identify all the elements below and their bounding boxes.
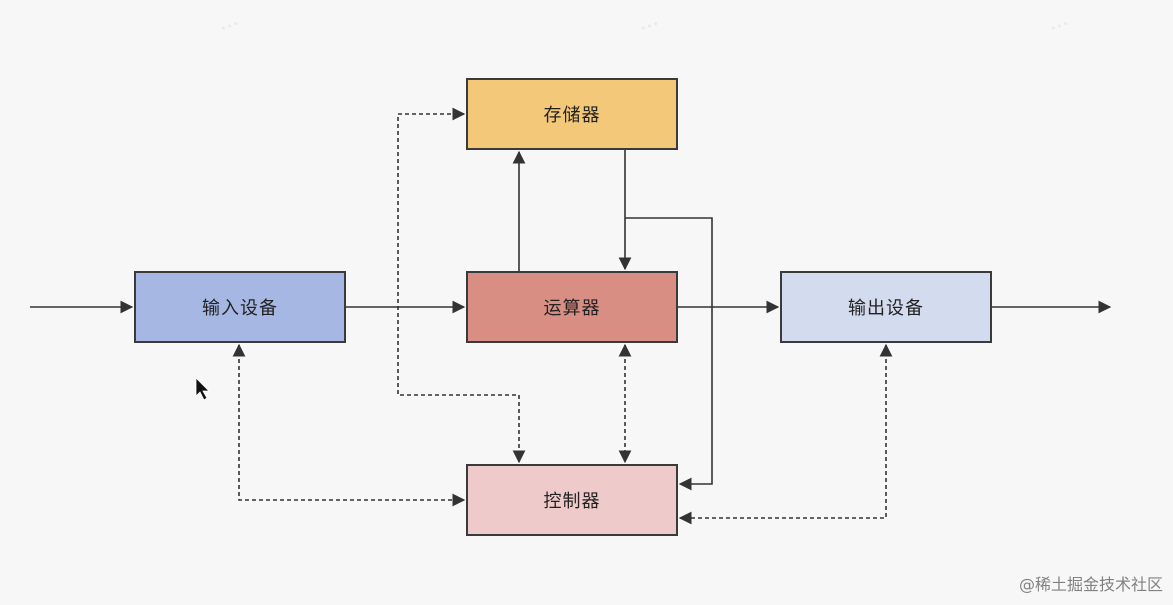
controller-box: 控制器 <box>466 464 678 536</box>
arrow-storage-to-control <box>625 217 713 491</box>
dashed-control-to-storage <box>397 107 526 464</box>
dashed-output-control <box>678 343 893 525</box>
output-device-label: 输出设备 <box>848 298 924 319</box>
alu-box: 运算器 <box>466 271 678 343</box>
storage-box: 存储器 <box>466 78 678 150</box>
input-device-label: 输入设备 <box>202 298 278 319</box>
input-device-box: 输入设备 <box>134 271 346 343</box>
alu-label: 运算器 <box>543 298 601 319</box>
cursor-icon <box>195 377 210 401</box>
output-device-box: 输出设备 <box>780 271 992 343</box>
controller-label: 控制器 <box>543 491 601 512</box>
dashed-input-control <box>232 343 466 507</box>
storage-label: 存储器 <box>543 105 601 126</box>
site-watermark: @稀土掘金技术社区 <box>1018 575 1163 594</box>
